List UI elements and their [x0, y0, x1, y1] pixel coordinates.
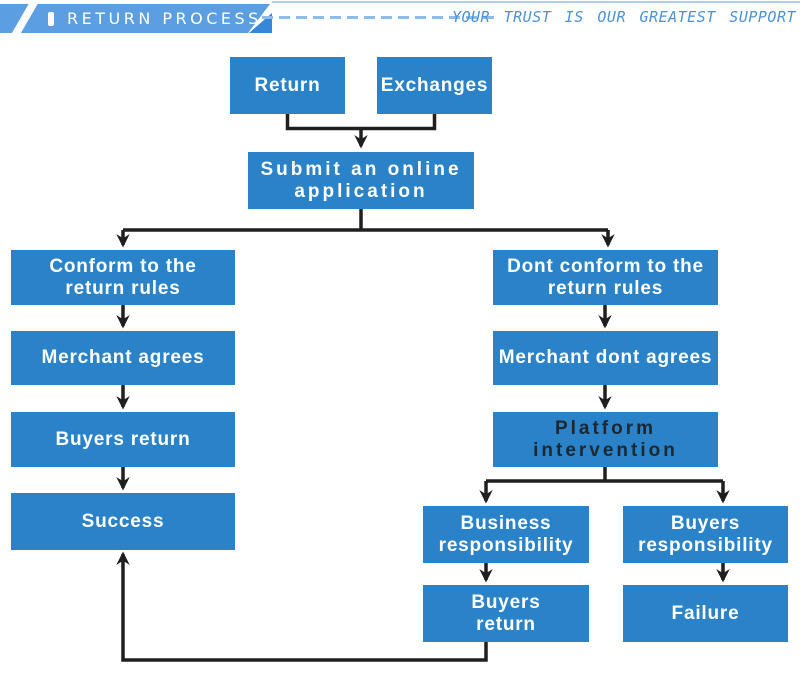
banner-slash-decoration	[9, 4, 40, 33]
node-business-responsibility: Business responsibility	[423, 506, 589, 563]
node-exchanges: Exchanges	[377, 57, 492, 114]
node-exchanges-label: Exchanges	[380, 74, 489, 96]
node-business-responsibility-label: Business responsibility	[438, 513, 574, 556]
node-success: Success	[11, 493, 235, 550]
node-buyers-return-2: Buyers return	[423, 585, 589, 642]
connector-platform-split	[486, 467, 723, 483]
node-submit-application: Submit an online application	[248, 152, 474, 209]
node-buyers-return-label: Buyers return	[55, 428, 191, 450]
header-slogan: YOUR TRUST IS OUR GREATEST SUPPORT	[451, 8, 796, 26]
node-submit-label: Submit an online application	[260, 159, 462, 202]
node-merchant-dont-agrees: Merchant dont agrees	[493, 331, 718, 385]
node-conform-rules: Conform to the return rules	[11, 250, 235, 305]
node-success-label: Success	[81, 510, 165, 532]
node-failure: Failure	[623, 585, 788, 642]
node-merchant-agrees: Merchant agrees	[11, 331, 235, 385]
header-dashed-line	[262, 16, 498, 19]
node-dont-conform-label: Dont conform to the return rules	[507, 256, 704, 299]
header-top-line	[272, 1, 800, 3]
node-dont-conform-rules: Dont conform to the return rules	[493, 250, 718, 305]
node-buyers-return-2-label: Buyers return	[471, 592, 541, 635]
title-banner: RETURN PROCESS	[0, 4, 270, 33]
connector-submit-split	[123, 208, 608, 232]
node-buyers-return: Buyers return	[11, 412, 235, 467]
node-merchant-dont-agrees-label: Merchant dont agrees	[498, 347, 713, 369]
node-conform-label: Conform to the return rules	[49, 256, 197, 299]
connector-return-exchanges-bracket	[285, 114, 437, 131]
node-platform-label: Platform intervention	[533, 418, 678, 461]
node-failure-label: Failure	[671, 602, 740, 624]
node-return: Return	[230, 57, 345, 114]
node-return-label: Return	[254, 74, 321, 96]
node-buyers-responsibility-label: Buyers responsibility	[638, 513, 773, 556]
title-bar-icon	[48, 11, 54, 26]
node-platform-intervention: Platform intervention	[493, 412, 718, 467]
node-buyers-responsibility: Buyers responsibility	[623, 506, 788, 563]
node-merchant-agrees-label: Merchant agrees	[41, 347, 205, 369]
page-title: RETURN PROCESS	[67, 9, 262, 28]
